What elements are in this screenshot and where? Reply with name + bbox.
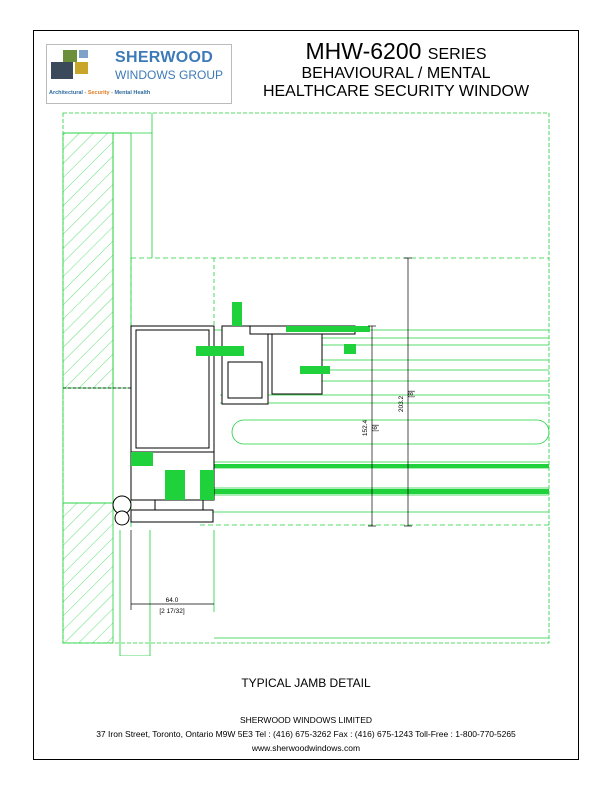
sheet-border (33, 30, 579, 760)
title-model-line: MHW-6200 SERIES (236, 40, 556, 63)
concrete-wall-lower (62, 502, 114, 644)
dim-64-mm: 64.0 (166, 597, 179, 604)
title-line3: HEALTHCARE SECURITY WINDOW (262, 83, 530, 100)
logo-square-green (63, 50, 77, 62)
dim-64-in: [2 17/32] (159, 608, 184, 615)
sash-bead (271, 325, 323, 395)
tag-security: Security (87, 90, 110, 96)
thermal-break (131, 452, 153, 466)
logo-brand-line1: SHERWOOD (115, 49, 214, 66)
footer-address: 37 Iron Street, Toronto, Ontario M9W 5E3… (96, 729, 516, 739)
dim-203-in: [8] (408, 390, 415, 397)
logo-square-blue (79, 50, 88, 58)
roller-blind (231, 419, 550, 445)
glass-pane-inner (200, 464, 549, 468)
tag-separator: - (109, 90, 115, 96)
tag-mental: Mental Health (114, 90, 151, 96)
dim-203-mm: 203.2 (398, 395, 405, 412)
footer-company: SHERWOOD WINDOWS LIMITED (239, 715, 373, 725)
logo-square-dark (51, 62, 73, 79)
footer-website[interactable]: www.sherwoodwindows.com (251, 743, 361, 753)
jamb-detail-drawing: 203.2 [8] 152.4 [6] 64.0 [2 17/32] (62, 112, 550, 656)
document-title: MHW-6200 SERIES BEHAVIOURAL / MENTAL HEA… (236, 40, 556, 100)
wall-panel (112, 132, 132, 389)
anchor-screw (196, 346, 244, 356)
drawing-caption: TYPICAL JAMB DETAIL (241, 676, 371, 690)
title-line2: BEHAVIOURAL / MENTAL (301, 65, 491, 82)
dim-152-in: [6] (372, 424, 379, 431)
logo-square-gold (75, 62, 88, 74)
tag-separator: - (82, 90, 88, 96)
title-series: SERIES (427, 46, 487, 63)
logo-brand-line2: WINDOWS GROUP (115, 68, 223, 82)
tag-architectural: Architectural (49, 90, 83, 96)
glass-pane-outer (200, 489, 549, 494)
company-logo: SHERWOOD WINDOWS GROUP Architectural - S… (46, 44, 232, 104)
dim-152-mm: 152.4 (362, 419, 369, 436)
logo-tagline: Architectural - Security - Mental Health (49, 90, 150, 96)
wall-return (62, 387, 114, 504)
concrete-wall-upper (62, 132, 114, 389)
title-model: MHW-6200 (305, 38, 422, 64)
